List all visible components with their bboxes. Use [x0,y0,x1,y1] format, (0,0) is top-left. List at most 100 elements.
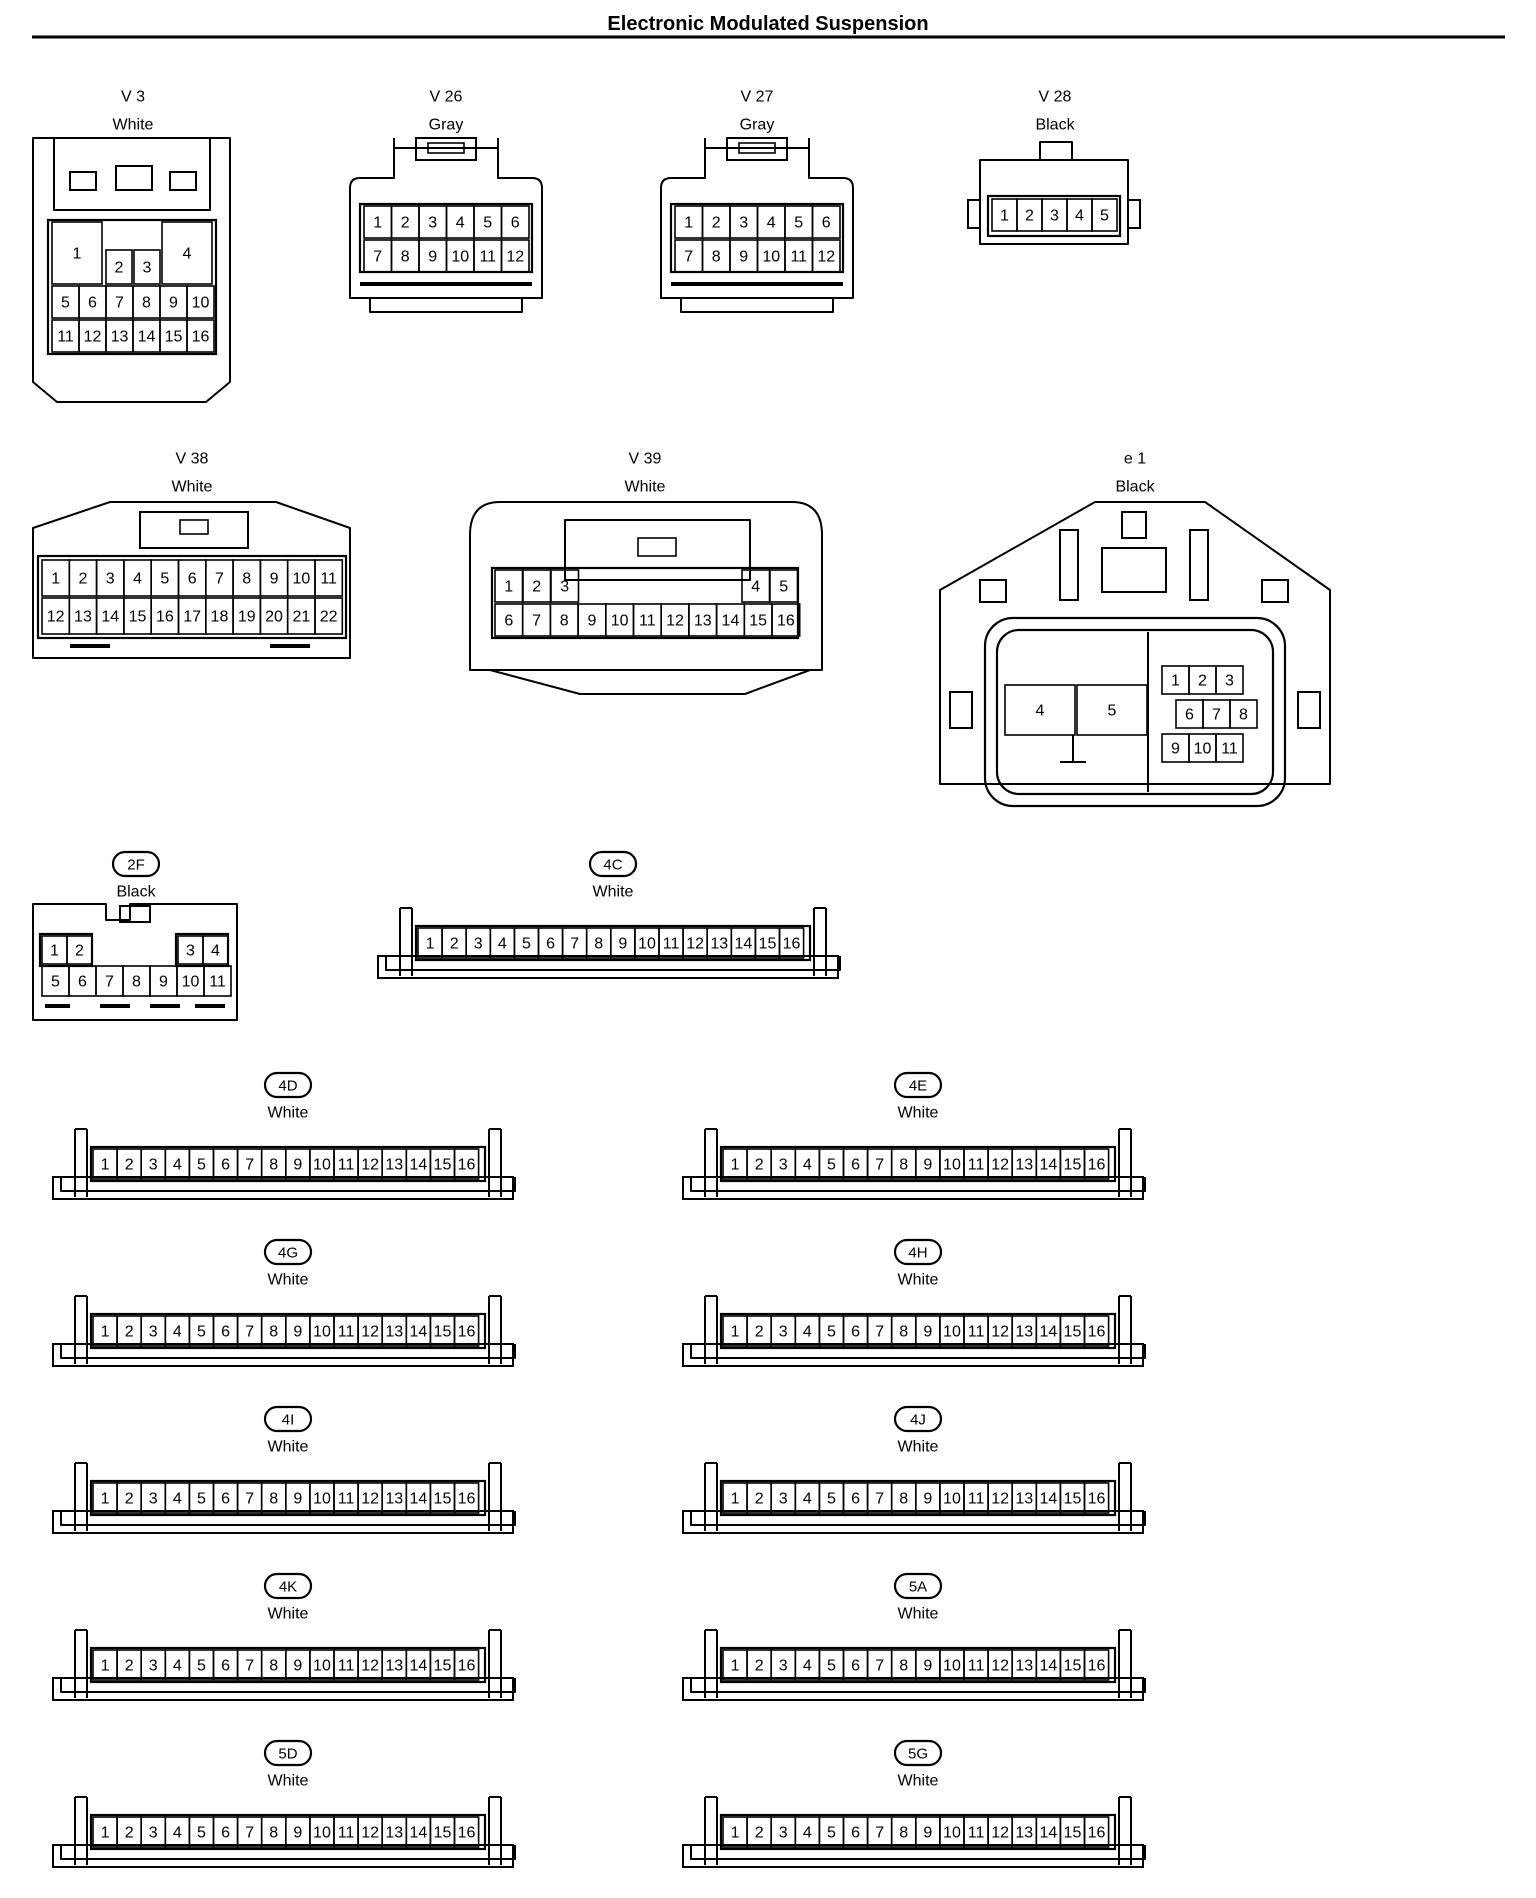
pin-cell [186,285,215,319]
connector-code: V 39 [629,451,662,468]
connector-code-badge [893,1739,943,1767]
pin-number: 1 [50,943,59,960]
pin-number: 12 [666,613,684,630]
connector-skirt [680,298,834,313]
pin-cell [1083,1315,1110,1347]
pin-number: 1 [51,571,60,588]
pin-number: 5 [51,974,60,991]
connector-color: White [898,1773,939,1790]
strip-post-left [704,1462,718,1531]
latch [139,511,249,549]
pin-cell [105,249,133,285]
pin-number: 11 [968,1324,985,1341]
pin-number: 7 [115,295,124,312]
pin-frame [89,1646,487,1684]
pin-number: 2 [532,579,541,596]
page-title: Electronic Modulated Suspension [607,13,928,35]
pin-cell [66,935,93,965]
connector-code-badge [263,1071,313,1099]
strip-base [682,1510,1144,1534]
pin-number: 1 [731,1324,740,1341]
pin-number: 13 [1015,1324,1033,1341]
connector-color: Black [1035,117,1075,134]
connector-color: White [898,1105,939,1122]
pin-number: 8 [1239,707,1248,724]
connector-skirt [489,669,811,695]
latch-slot [427,142,465,154]
pin-frame [89,1813,487,1851]
connector-code: 4J [910,1412,926,1429]
connector-code: 4K [279,1579,297,1596]
connector-color: White [172,479,213,496]
pin-number: 15 [434,1825,452,1842]
pin-cell [202,935,229,965]
pin-cell [771,603,801,637]
pin-number: 12 [361,1825,379,1842]
strip-base [52,1677,514,1701]
pin-number: 8 [401,249,410,266]
strip-post-right [813,907,827,976]
strip-rail [690,1511,1146,1526]
pin-number: 2 [125,1324,134,1341]
pin-frame [414,924,812,962]
pin-cell [500,205,530,239]
pin-number: 19 [238,609,256,626]
pin-number: 3 [1050,208,1059,225]
pin-number: 9 [428,249,437,266]
pin-cell [186,319,215,353]
connector-code: 4C [603,857,622,874]
pin-number: 3 [560,579,569,596]
strip-post-left [704,1295,718,1364]
pin-cell [453,1482,480,1514]
connector-color: Gray [740,117,775,134]
pin-number: 4 [803,1157,812,1174]
pin-cell [453,1148,480,1180]
pin-number: 15 [1064,1491,1082,1508]
pin-number: 12 [991,1324,1009,1341]
connector-code: 5A [909,1579,927,1596]
pin-number: 12 [686,936,704,953]
pin-number: 6 [511,215,520,232]
pin-number: 10 [192,295,210,312]
pin-frame [719,1312,1117,1350]
pin-number: 11 [663,936,680,953]
connector-color: Black [1115,479,1155,496]
pin-number: 1 [373,215,382,232]
pin-number: 4 [803,1324,812,1341]
pin-number: 14 [722,613,740,630]
pin-number: 1 [731,1491,740,1508]
connector-code-badge [893,1071,943,1099]
pin-number: 12 [991,1491,1009,1508]
pin-number: 12 [817,249,835,266]
pin-number: 2 [755,1324,764,1341]
pin-number: 7 [875,1825,884,1842]
pin-number: 10 [313,1658,331,1675]
pin-cell [1215,733,1244,763]
pin-number: 1 [101,1658,110,1675]
connector-code-badge [263,1405,313,1433]
connector-color: White [593,884,634,901]
connector-color: White [625,479,666,496]
outer-seal [983,616,1287,808]
pin-number: 3 [149,1491,158,1508]
pin-number: 2 [401,215,410,232]
pin-number: 3 [428,215,437,232]
pin-number: 14 [409,1157,427,1174]
pin-number: 6 [851,1157,860,1174]
connector-color: White [268,1105,309,1122]
latch [1039,141,1073,160]
pin-number: 2 [1025,208,1034,225]
pin-number: 3 [149,1324,158,1341]
connector-code: V 28 [1039,89,1072,106]
pin-frame [719,1813,1117,1851]
pin-number: 10 [313,1324,331,1341]
pin-number: 8 [269,1658,278,1675]
pin-cell [1083,1649,1110,1681]
strip-post-left [399,907,413,976]
strip-post-right [488,1462,502,1531]
